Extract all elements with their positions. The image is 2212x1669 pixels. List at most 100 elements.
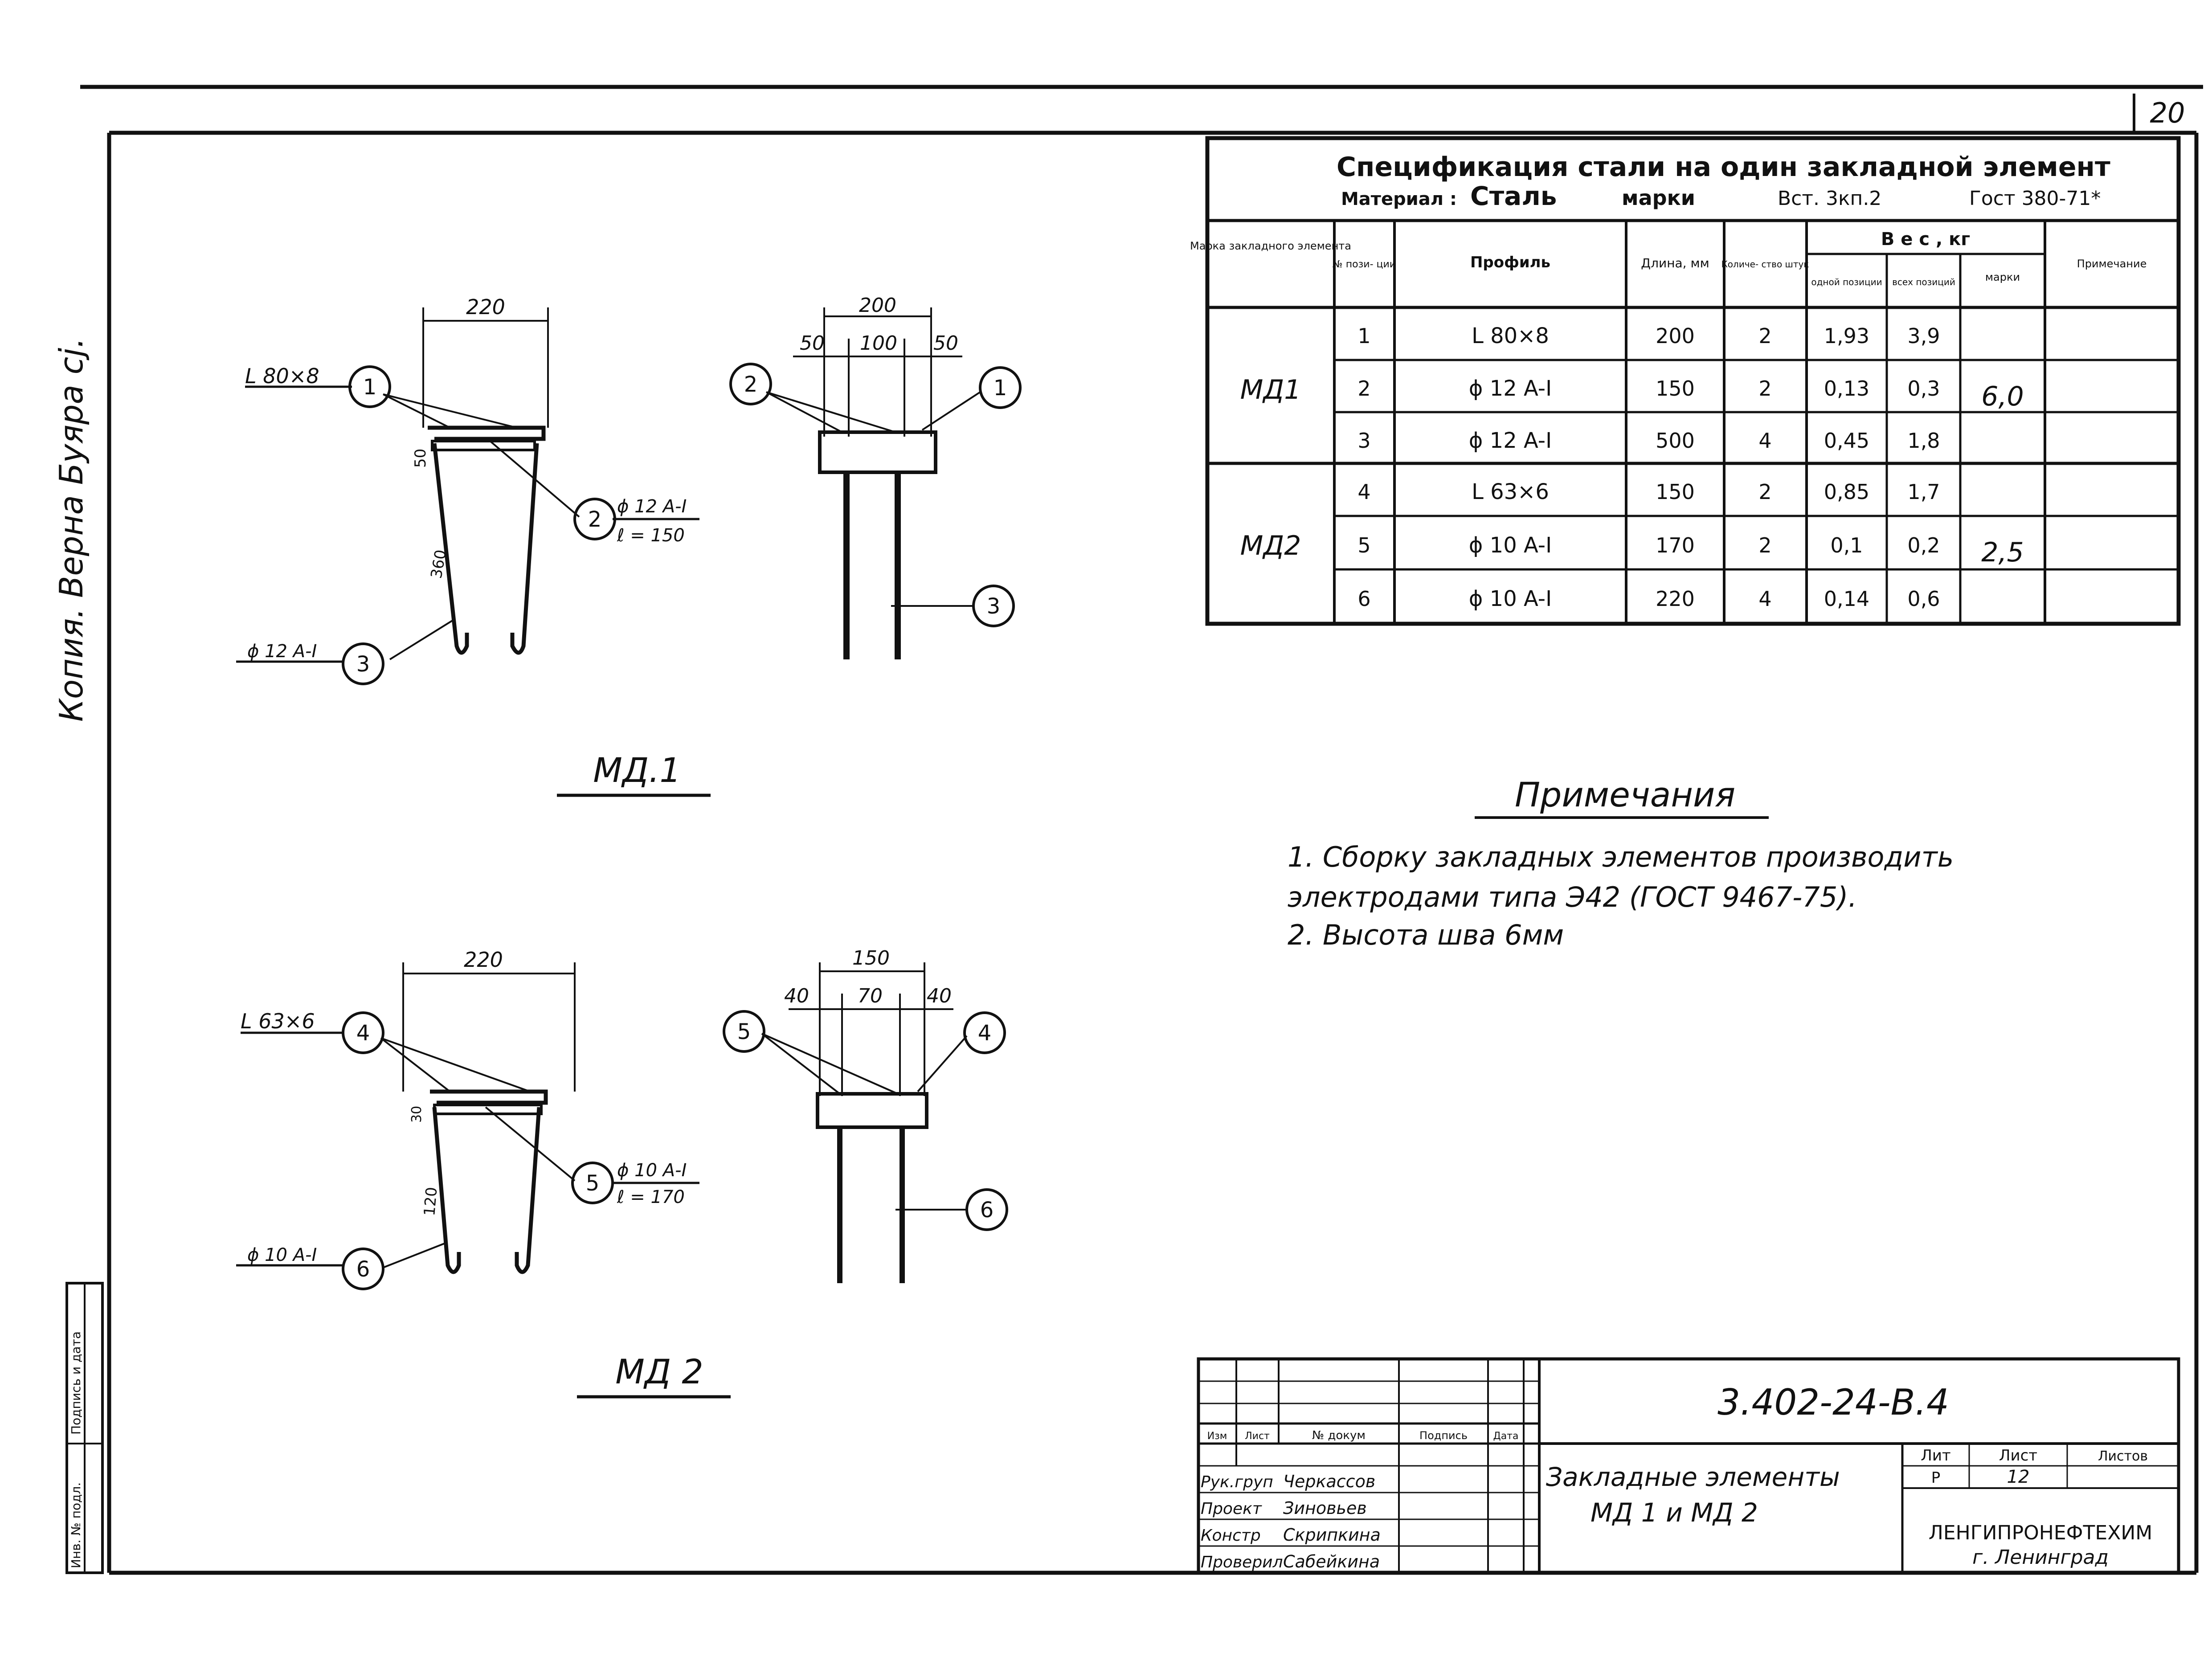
side-stamp-sign: Подпись и дата [69,1331,83,1435]
md2-front-width: 150 [852,947,890,969]
svg-text:0,6: 0,6 [1907,587,1940,611]
table-row: 5 ϕ 10 A-I 170 2 0,1 0,2 [1357,533,1940,558]
group-md1-total: 6,0 [1981,381,2024,412]
svg-text:ϕ 12 A-I: ϕ 12 A-I [1469,376,1552,401]
svg-text:4: 4 [1357,480,1370,504]
md1-side-pin-label-2: ℓ = 150 [617,525,685,546]
svg-text:170: 170 [1656,533,1695,557]
svg-text:1,7: 1,7 [1907,480,1940,504]
sheet-number: 20 [2150,97,2185,129]
svg-text:Изм: Изм [1207,1431,1227,1442]
side-note: Копия. Верна Буяра сj. [53,338,90,722]
group-md1-mark: МД1 [1240,374,1301,405]
side-stamp-inv: Инв. № подл. [69,1482,83,1568]
md2-side-pin-label-1: ϕ 10 A-I [617,1160,687,1181]
spec-grade-value: Вст. 3кп.2 [1778,187,1881,210]
svg-text:3,9: 3,9 [1907,324,1940,348]
svg-text:Подпись: Подпись [1419,1429,1468,1442]
md2-side-dim-long: 120 [421,1186,441,1217]
svg-text:Черкассов: Черкассов [1283,1472,1375,1491]
svg-text:150: 150 [1656,480,1695,504]
title-block-org-2: г. Ленинград [1972,1546,2109,1569]
table-row: 4 L 63×6 150 2 0,85 1,7 [1357,479,1940,504]
hdr-mark: Марка закладного элемента [1190,240,1351,252]
title-block-sheets-label: Листов [2098,1448,2148,1464]
md1-side-dim-short: 50 [412,449,429,468]
md1-side-bar-label: ϕ 12 A-I [247,641,317,662]
svg-text:L 63×6: L 63×6 [1472,479,1549,504]
group-md2-mark: МД2 [1240,530,1301,561]
table-row: 1 L 80×8 200 2 1,93 3,9 [1357,323,1940,348]
spec-title: Спецификация стали на один закладной эле… [1337,151,2110,183]
table-row: 3 ϕ 12 A-I 500 4 0,45 1,8 [1357,428,1940,453]
svg-text:1: 1 [1357,324,1370,348]
table-row: 2 ϕ 12 A-I 150 2 0,13 0,3 [1357,376,1940,401]
spec-material-label: Материал : [1341,189,1457,209]
svg-text:1,93: 1,93 [1824,324,1869,348]
md2-front-c6: 6 [980,1198,994,1223]
hdr-weight-mark: марки [1985,271,2020,283]
md1-side-profile-label: L 80×8 [245,364,319,388]
hdr-note: Примечание [2077,258,2147,270]
title-block-stage-label: Лит [1921,1447,1950,1464]
md1-front-view [729,307,1022,659]
svg-text:Проверил: Проверил [1201,1553,1283,1571]
md1-side-c3: 3 [356,652,370,677]
md2-side-c6: 6 [356,1257,370,1282]
md1-front-c3: 3 [987,594,1001,619]
md1-front-width: 200 [859,294,896,317]
title-block-roles: Рук.груп Черкассов Проект Зиновьев Конст… [1201,1472,1381,1571]
notes-line2: электродами типа Э42 (ГОСТ 9467-75). [1288,881,1857,913]
spec-grade-label: марки [1622,186,1695,210]
title-block-sheet-value: 12 [2007,1467,2030,1487]
group-md2-total: 2,5 [1981,537,2024,568]
svg-text:2: 2 [1758,533,1771,557]
hdr-length: Длина, мм [1641,256,1709,270]
md2-front-c5: 5 [737,1019,751,1044]
svg-text:200: 200 [1656,324,1695,348]
md1-side-c1: 1 [363,375,377,400]
side-stamp: Инв. № подл. Подпись и дата [65,1282,104,1574]
md2-side-width: 220 [464,948,503,972]
svg-text:4: 4 [1758,587,1771,611]
svg-text:2: 2 [1357,376,1370,401]
md1-front-c1: 1 [994,376,1007,401]
hdr-weight: В е с , кг [1881,229,1970,250]
svg-text:Дата: Дата [1493,1431,1519,1442]
md2-front-d-right: 40 [927,985,952,1007]
notes-title: Примечания [1515,775,1735,814]
svg-text:Зиновьев: Зиновьев [1283,1498,1367,1518]
spec-material-value: Сталь [1470,181,1557,211]
table-row: 6 ϕ 10 A-I 220 4 0,14 0,6 [1357,586,1940,611]
svg-text:Рук.груп: Рук.груп [1201,1473,1273,1491]
spec-gost: Гост 380-71* [1969,187,2101,210]
svg-text:0,14: 0,14 [1824,587,1869,611]
svg-text:0,45: 0,45 [1824,429,1869,453]
svg-text:0,3: 0,3 [1907,376,1940,401]
svg-text:ϕ 10 A-I: ϕ 10 A-I [1469,586,1552,611]
md2-side-profile-label: L 63×6 [241,1009,315,1033]
md2-side-view [236,962,699,1290]
svg-text:2: 2 [1758,324,1771,348]
md2-side-bar-label: ϕ 10 A-I [247,1245,317,1265]
svg-text:0,2: 0,2 [1907,533,1940,557]
svg-text:2: 2 [1758,376,1771,401]
svg-text:5: 5 [1357,533,1370,557]
hdr-profile: Профиль [1470,254,1550,271]
md2-side-c4: 4 [356,1021,370,1046]
title-block-sheet-label: Лист [1999,1447,2037,1464]
svg-text:0,13: 0,13 [1824,376,1869,401]
md1-front-d-left: 50 [800,332,825,355]
md1-side-view [236,307,699,685]
md2-front-view [723,962,1008,1283]
hdr-qty: Количе- ство штук [1721,259,1809,270]
svg-text:0,1: 0,1 [1830,533,1863,557]
md1-front-d-mid: 100 [860,332,897,355]
svg-text:ϕ 12 A-I: ϕ 12 A-I [1469,428,1552,453]
title-block-org-1: ЛЕНГИПРОНЕФТЕХИМ [1929,1522,2152,1544]
svg-text:4: 4 [1758,429,1771,453]
md1-front-c2: 2 [744,372,758,397]
md2-side-dim-short: 30 [409,1106,425,1123]
title-block-code: 3.402-24-В.4 [1717,1382,1949,1423]
svg-text:1,8: 1,8 [1907,429,1940,453]
